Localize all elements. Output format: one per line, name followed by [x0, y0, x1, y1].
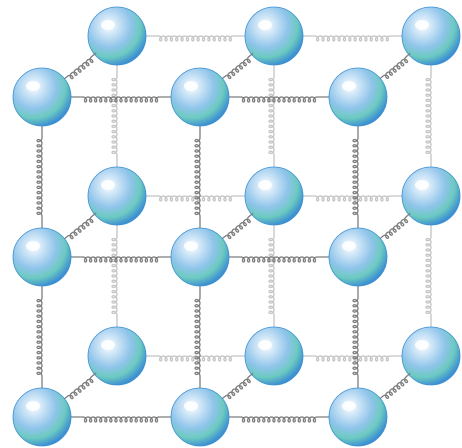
spring-depth	[220, 372, 254, 401]
atom-front	[328, 67, 388, 127]
atom-front	[170, 387, 230, 447]
depth-springs	[62, 52, 411, 401]
front-springs	[36, 96, 359, 423]
atom-front	[12, 67, 72, 127]
spring-back-horizontal	[301, 355, 404, 362]
spring-back-horizontal	[144, 35, 247, 42]
spring-front-vertical	[194, 124, 201, 230]
atom-back	[244, 326, 304, 386]
spring-depth	[62, 372, 97, 401]
atom-back	[87, 326, 147, 386]
spring-depth	[220, 212, 254, 241]
spring-front-horizontal	[227, 256, 331, 263]
spring-back-horizontal	[301, 195, 404, 202]
spring-back-vertical	[268, 63, 275, 169]
atom-front	[12, 387, 72, 447]
atom-front	[170, 67, 230, 127]
spring-front-horizontal	[69, 416, 173, 423]
atom-back	[87, 6, 147, 66]
spring-back-vertical	[268, 223, 275, 329]
atom-front	[328, 387, 388, 447]
spring-front-horizontal	[227, 96, 331, 103]
atom-front	[12, 227, 72, 287]
spring-front-horizontal	[69, 256, 173, 263]
spring-depth	[378, 52, 411, 81]
atom-back	[87, 166, 147, 226]
spring-back-horizontal	[301, 35, 404, 42]
spring-front-vertical	[194, 284, 201, 390]
atom-back	[244, 166, 304, 226]
spring-back-horizontal	[144, 195, 247, 202]
spring-back-vertical	[111, 223, 118, 329]
spring-front-horizontal	[227, 416, 331, 423]
atom-back	[401, 326, 461, 386]
spring-front-vertical	[352, 284, 359, 390]
atom-back	[401, 6, 461, 66]
spring-depth	[378, 212, 411, 241]
atom-front	[328, 227, 388, 287]
spring-back-horizontal	[144, 355, 247, 362]
spring-back-vertical	[425, 223, 432, 329]
spring-depth	[378, 372, 411, 401]
spring-back-vertical	[425, 63, 432, 169]
atom-front	[170, 227, 230, 287]
atom-back	[244, 6, 304, 66]
spring-front-vertical	[36, 124, 43, 230]
spring-depth	[62, 52, 97, 81]
atom-back	[401, 166, 461, 226]
spring-depth	[220, 52, 254, 81]
back-atoms	[87, 6, 461, 386]
spring-front-horizontal	[69, 96, 173, 103]
spring-front-vertical	[352, 124, 359, 230]
spring-depth	[62, 212, 97, 241]
back-springs	[111, 35, 432, 362]
spring-front-vertical	[36, 284, 43, 390]
spring-back-vertical	[111, 63, 118, 169]
front-atoms	[12, 67, 388, 447]
